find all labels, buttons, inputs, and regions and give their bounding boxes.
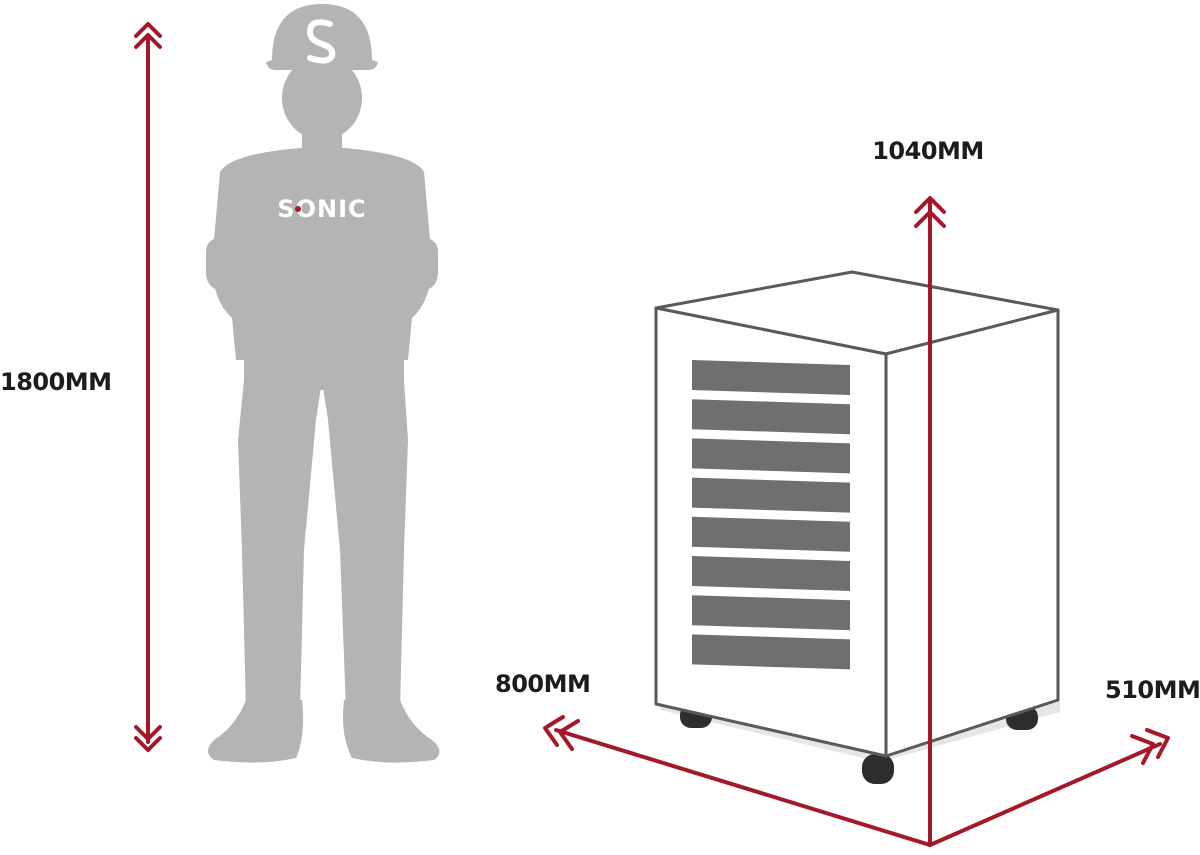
drawer-panel bbox=[692, 399, 850, 435]
cabinet-casters bbox=[680, 704, 1038, 784]
cabinet-body bbox=[654, 270, 1060, 758]
drawer-panel bbox=[692, 516, 850, 552]
person-height-arrow bbox=[134, 22, 162, 752]
drawer-panel bbox=[692, 360, 850, 395]
person-height-label: 1800MM bbox=[0, 368, 112, 396]
drawer-panel bbox=[692, 438, 850, 474]
cabinet-width-label: 800MM bbox=[495, 670, 590, 698]
cabinet-height-label: 1040MM bbox=[872, 137, 984, 165]
drawer-panel bbox=[692, 595, 850, 631]
chest-logo-text: SONIC bbox=[277, 195, 366, 223]
drawer-panel bbox=[692, 477, 850, 513]
helmet-s-logo-icon bbox=[306, 19, 336, 64]
cabinet-height-arrow bbox=[914, 196, 946, 847]
cabinet-drawers bbox=[692, 360, 850, 670]
chest-logo-dot-icon bbox=[295, 206, 301, 212]
drawer-panel bbox=[692, 556, 850, 591]
drawer-panel bbox=[692, 634, 850, 670]
cabinet-depth-label: 510MM bbox=[1105, 676, 1200, 704]
cabinet-depth-arrow bbox=[928, 728, 1170, 847]
worker-silhouette bbox=[206, 4, 440, 763]
cabinet-width-arrow bbox=[543, 715, 932, 847]
